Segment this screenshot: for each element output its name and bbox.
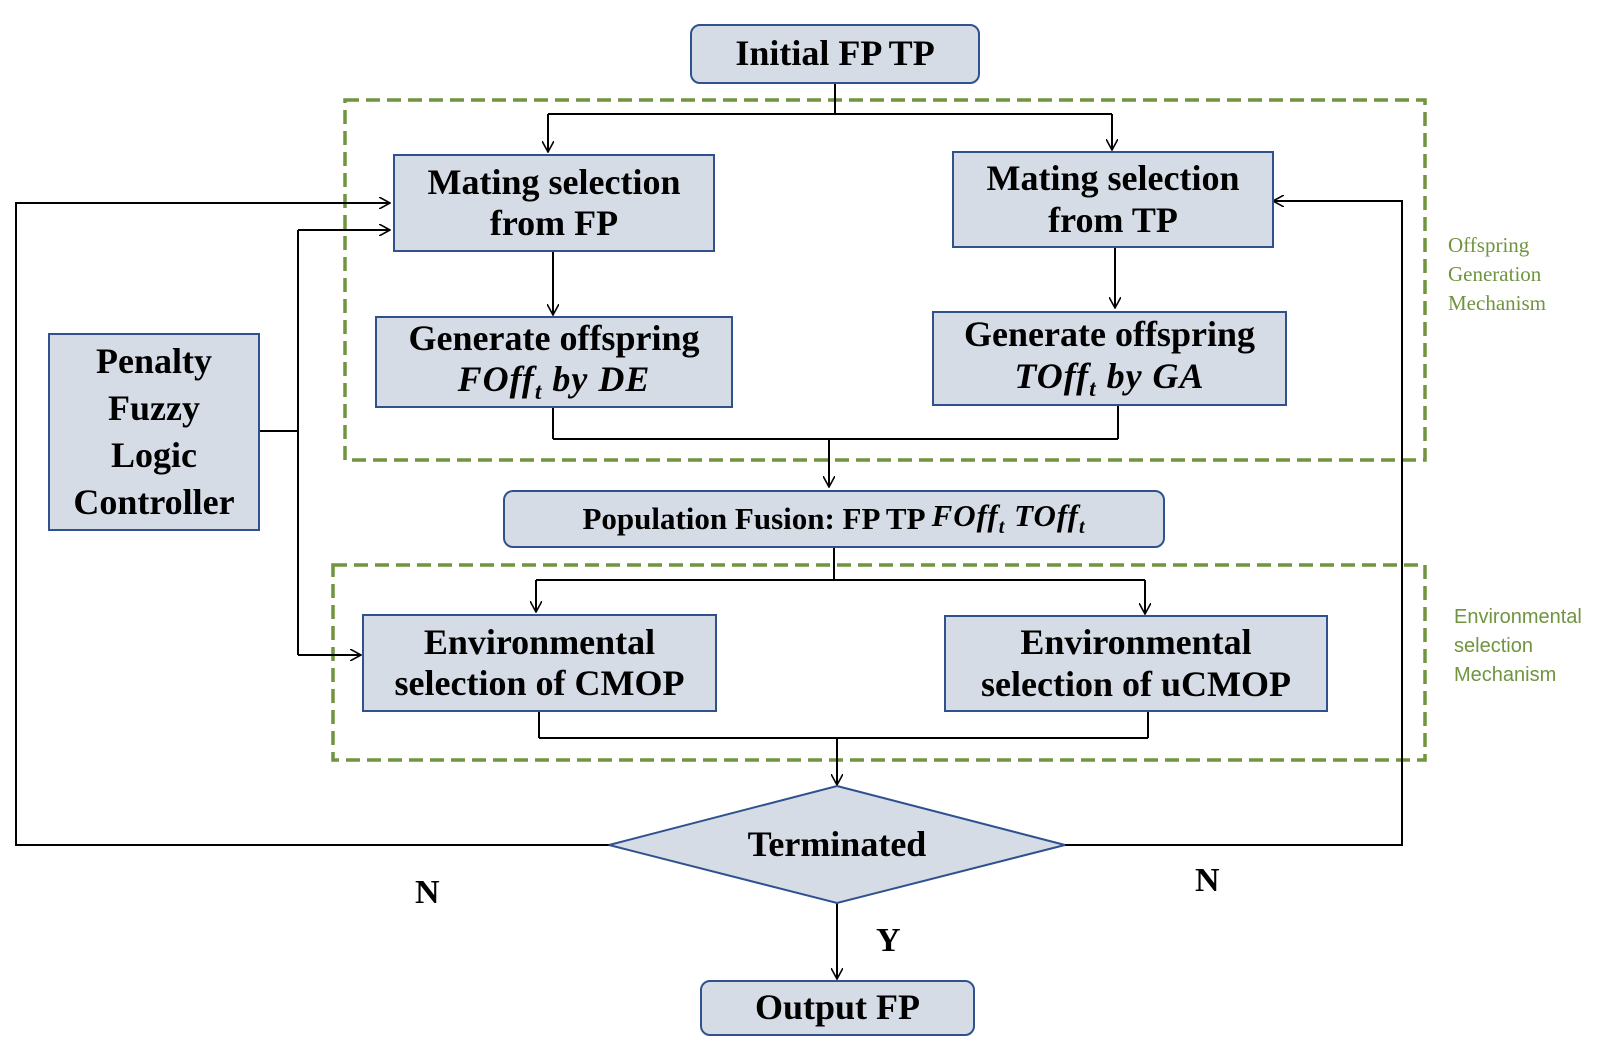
- environmental-selection-ucmop-node: Environmental selection of uCMOP: [944, 615, 1328, 712]
- output-node: Output FP: [700, 980, 975, 1036]
- penalty-fuzzy-logic-controller-node: Penalty Fuzzy Logic Controller: [48, 333, 260, 531]
- no-right-label: N: [1195, 862, 1220, 899]
- mating-fp-line1: Mating selection: [427, 161, 681, 202]
- penalty-line4: Controller: [73, 481, 235, 522]
- fusion-prefix: Population Fusion: FP TP: [582, 501, 932, 537]
- generate-offspring-ga-node: Generate offspring TOfft by GA: [932, 311, 1287, 406]
- environmental-selection-cmop-node: Environmental selection of CMOP: [362, 614, 717, 712]
- generate-de-line1: Generate offspring: [408, 317, 700, 358]
- terminated-label: Terminated: [747, 824, 927, 864]
- env-ucmop-line1: Environmental: [1020, 622, 1252, 663]
- env-cmop-line2: selection of CMOP: [394, 663, 685, 703]
- offspring-region-border: [343, 98, 1427, 462]
- env-ucmop-line2: selection of uCMOP: [981, 663, 1291, 704]
- penalty-line3: Logic: [111, 435, 197, 475]
- population-fusion-node: Population Fusion: FP TP FOfft TOfft: [503, 490, 1165, 548]
- yes-label: Y: [876, 922, 901, 959]
- env-cmop-line1: Environmental: [423, 621, 656, 662]
- penalty-line1: Penalty: [96, 341, 212, 382]
- terminated-diamond: [608, 784, 1066, 905]
- mating-tp-line1: Mating selection: [986, 158, 1240, 199]
- environmental-region-border: [331, 563, 1427, 762]
- generate-offspring-de-node: Generate offspring FOfft by DE: [375, 316, 733, 408]
- fusion-formula: FOfft TOfft: [931, 498, 1086, 539]
- initial-label: Initial FP TP: [735, 33, 935, 74]
- mating-selection-fp-node: Mating selection from FP: [393, 154, 715, 252]
- environmental-selection-mechanism-label: Environmental selection Mechanism: [1454, 606, 1582, 686]
- output-label: Output FP: [754, 987, 921, 1028]
- mating-tp-line2: from TP: [1048, 199, 1178, 240]
- no-left-label: N: [415, 874, 440, 911]
- generate-ga-line1: Generate offspring: [964, 314, 1255, 355]
- mating-selection-tp-node: Mating selection from TP: [952, 151, 1274, 248]
- initial-node: Initial FP TP: [690, 24, 980, 84]
- generate-ga-formula: TOfft by GA: [1014, 355, 1205, 402]
- generate-de-formula: FOfft by DE: [457, 359, 651, 406]
- offspring-generation-mechanism-label: Offspring Generation Mechanism: [1448, 233, 1546, 315]
- edge-loop-left: [15, 203, 609, 846]
- mating-fp-line2: from FP: [489, 203, 619, 243]
- edge-loop-right: [1065, 201, 1403, 846]
- penalty-line2: Fuzzy: [108, 388, 200, 429]
